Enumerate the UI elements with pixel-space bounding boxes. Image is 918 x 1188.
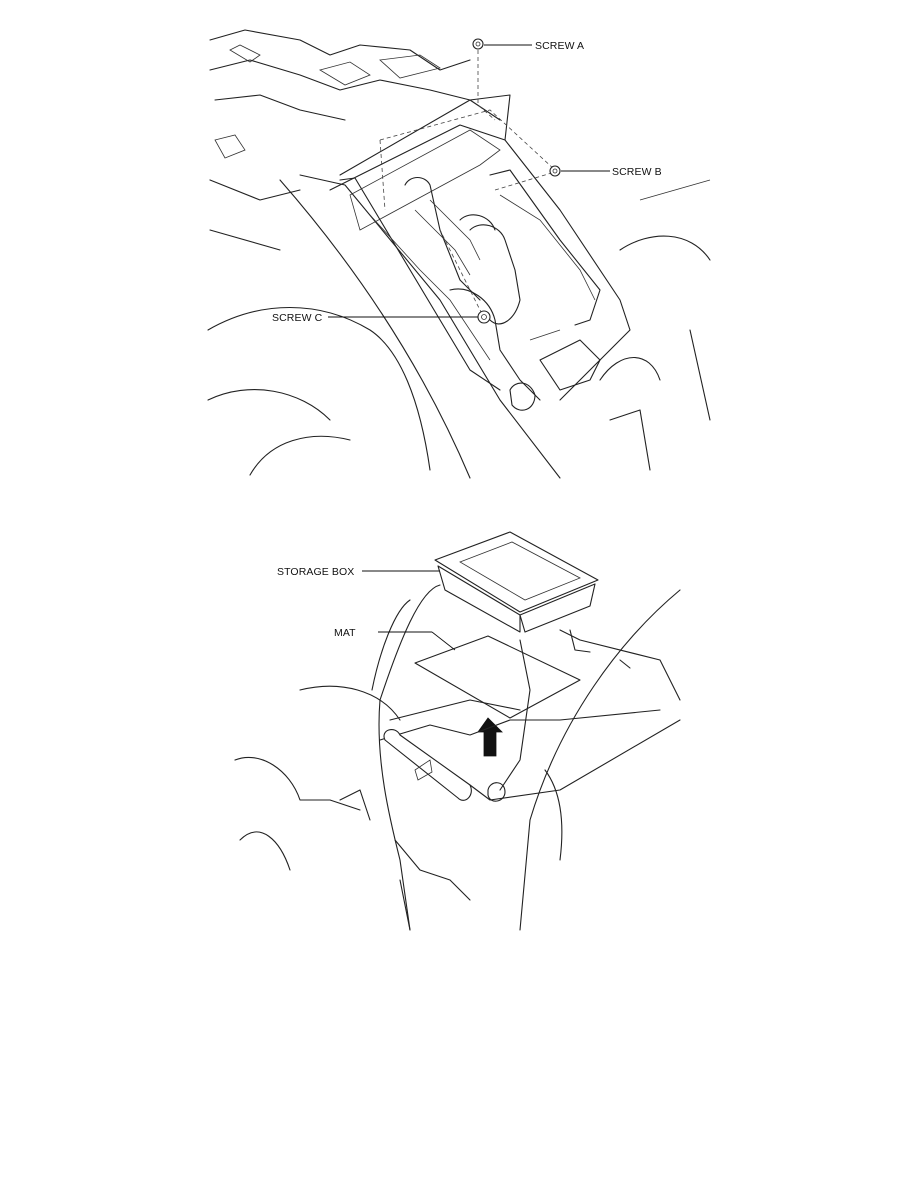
storage-box-icon (434, 531, 599, 633)
screw-b-label: SCREW B (612, 166, 662, 178)
mat-icon (414, 635, 581, 719)
screw-a-icon (472, 38, 484, 50)
storage-box-label: STORAGE BOX (277, 566, 354, 578)
mat-label: MAT (334, 627, 356, 639)
screw-c-label: SCREW C (272, 312, 323, 324)
bottom-diagram: STORAGE BOX MAT (234, 531, 681, 931)
top-diagram: SCREW A SCREW B SCREW C (207, 29, 711, 479)
screw-b-icon (549, 165, 561, 177)
up-arrow-icon (477, 717, 503, 757)
screw-c-icon (477, 310, 491, 324)
screw-a-label: SCREW A (535, 40, 584, 52)
